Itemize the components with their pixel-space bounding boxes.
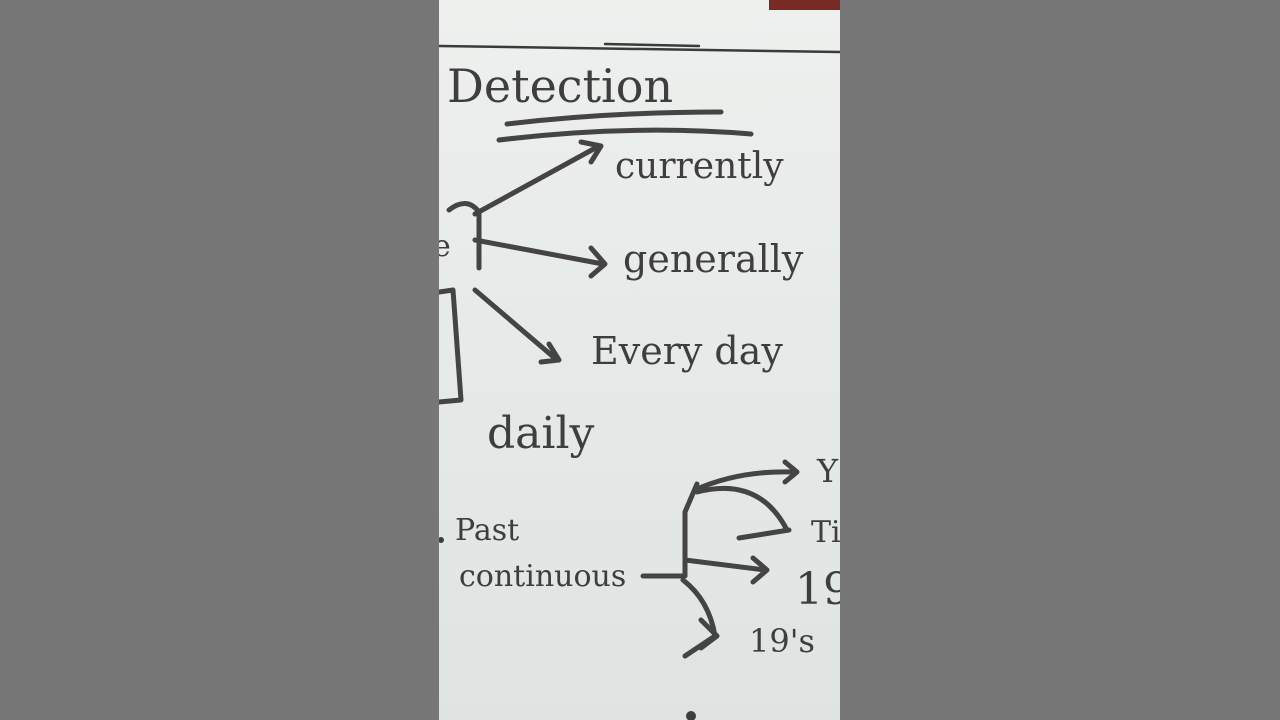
arrowhead-everyday	[538, 341, 562, 365]
label-past: Past	[455, 513, 519, 548]
arrow-ti-base	[736, 527, 792, 541]
whiteboard-photo: Detection e currently generally Every da…	[439, 0, 840, 720]
node-fragment: e	[439, 229, 451, 264]
arrowhead-generally	[588, 245, 608, 279]
bullet-dot	[439, 537, 444, 543]
arrow-daily	[439, 287, 464, 405]
arrowhead-19	[750, 555, 770, 585]
arrowhead-y	[782, 459, 800, 485]
arrow-currently	[472, 143, 602, 217]
fragment-ti: Ti	[811, 515, 840, 550]
red-edge	[769, 0, 840, 10]
arrowhead-19s	[698, 617, 720, 651]
arrow-generally	[472, 237, 606, 267]
label-continuous: continuous	[459, 559, 626, 594]
left-blur-pillar	[0, 0, 439, 720]
arrow-ti	[694, 485, 790, 533]
arrow-everyday	[472, 287, 560, 363]
label-every-day: Every day	[591, 329, 783, 373]
whiteboard-drawing: Detection e currently generally Every da…	[439, 0, 840, 720]
title-detection: Detection	[447, 59, 673, 113]
arrow-19	[682, 557, 768, 573]
label-currently: currently	[615, 146, 784, 187]
branch-stem	[640, 481, 700, 579]
top-rule-line	[439, 44, 840, 54]
bottom-mark	[686, 711, 696, 720]
right-blur-pillar	[840, 0, 1280, 720]
title-underline-2	[496, 127, 754, 143]
fragment-19: 19	[795, 564, 840, 615]
arrow-y	[692, 469, 798, 493]
label-generally: generally	[623, 237, 804, 281]
fragment-y: Y	[816, 452, 839, 490]
arrowhead-currently	[578, 139, 604, 165]
top-rule-mark	[603, 42, 701, 48]
fragment-19s: 19's	[749, 622, 815, 660]
arrow-19s	[680, 577, 718, 659]
title-underline-1	[504, 109, 724, 127]
label-daily: daily	[487, 408, 595, 459]
